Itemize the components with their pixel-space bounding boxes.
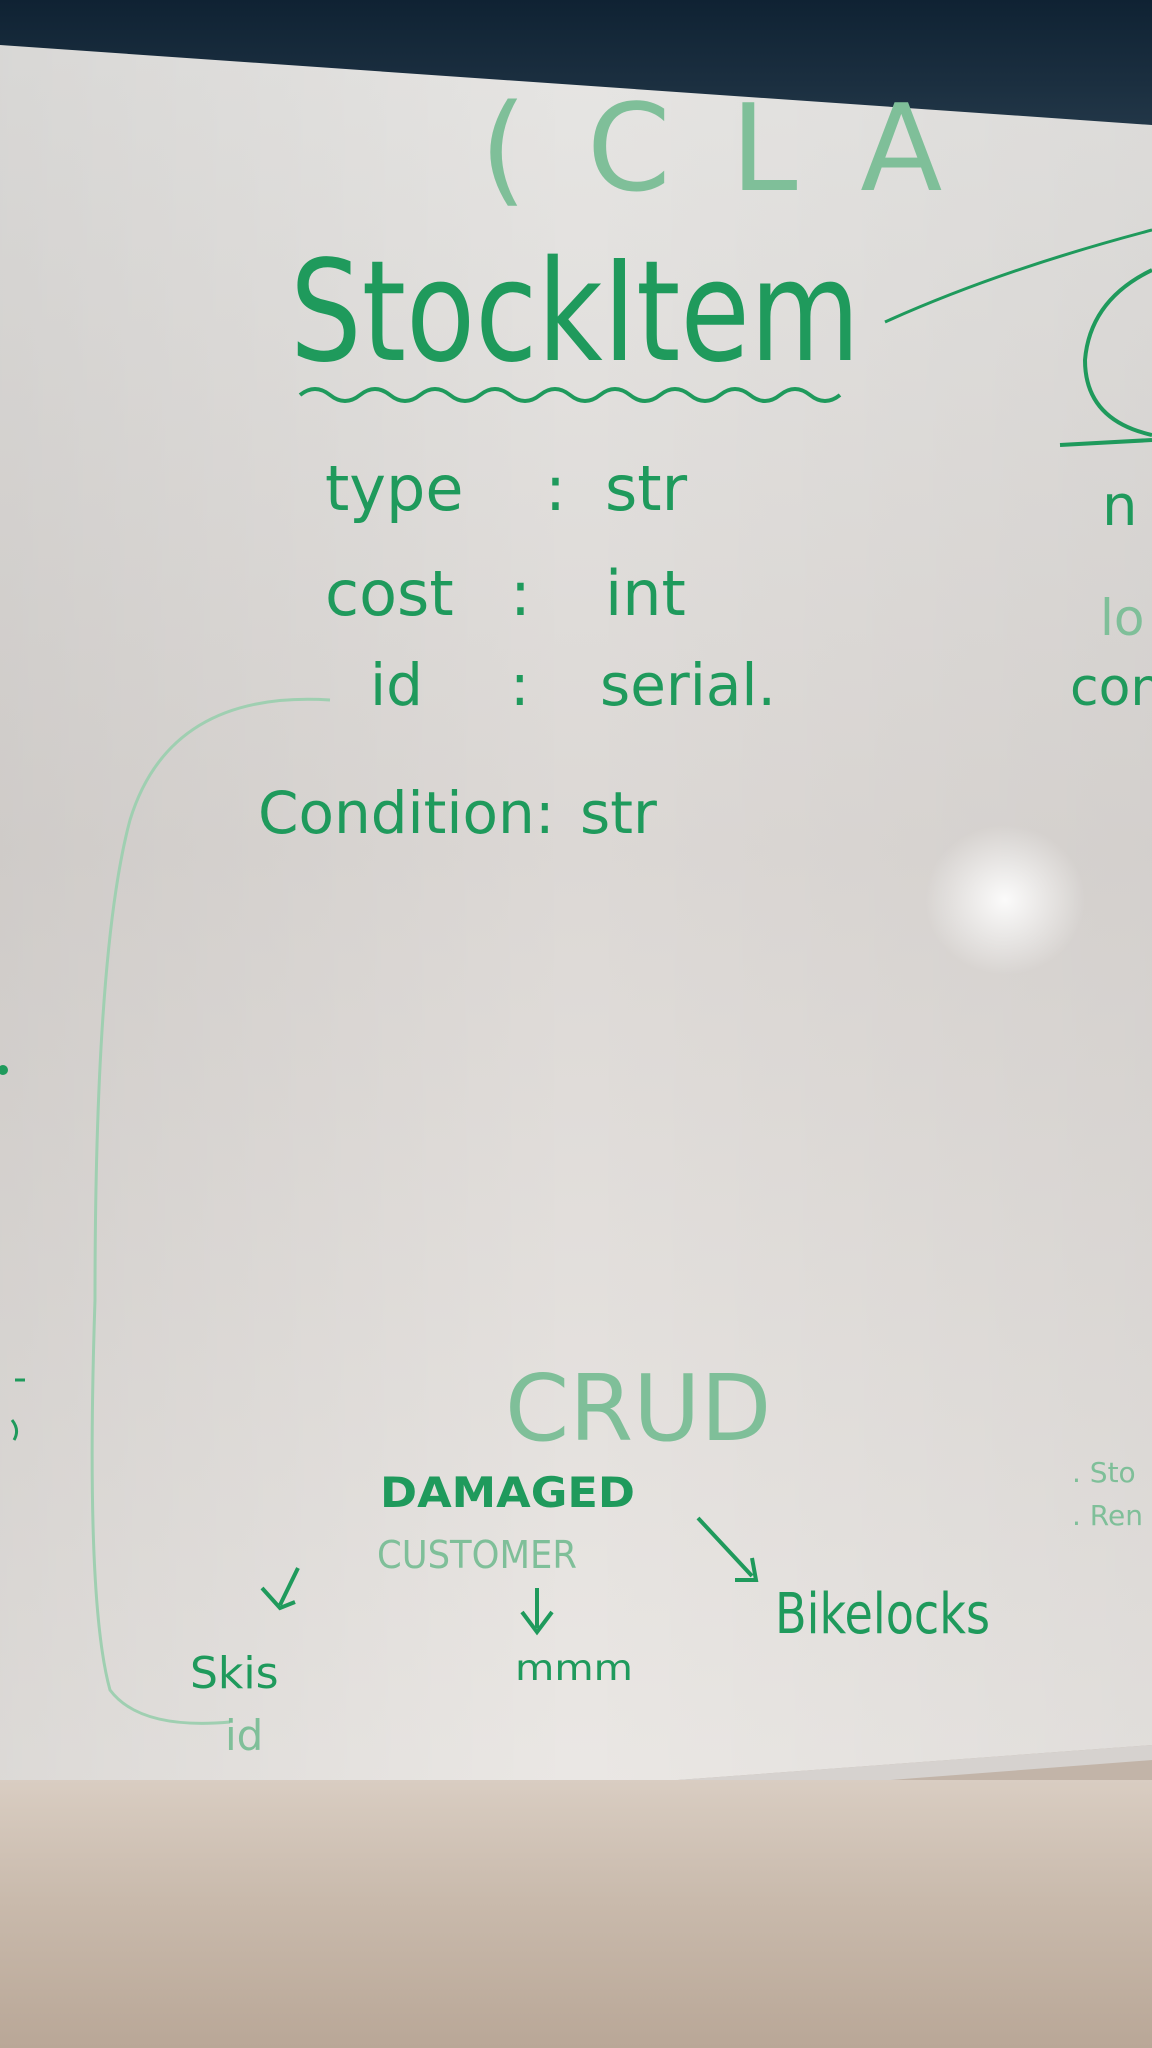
light-glare [925, 825, 1085, 975]
attr-sep: : [510, 651, 530, 719]
arrows [260, 1516, 759, 1636]
right-partial-text: n [1102, 474, 1138, 539]
edge-mark [10, 1378, 25, 1441]
edge-mark [0, 1065, 8, 1075]
attr-sep: : [510, 557, 531, 630]
attr-sep: : [535, 779, 555, 847]
attr-name: cost [325, 557, 454, 630]
right-note: . Sto [1072, 1456, 1136, 1489]
damaged-label: DAMAGED [380, 1468, 635, 1517]
right-class-underline [1059, 438, 1152, 447]
attr-type: int [605, 557, 686, 630]
arrow-down-left [260, 1567, 300, 1611]
attr-type: str [580, 779, 657, 847]
title-wavy-underline [298, 387, 842, 403]
class-name-title: StockItem [290, 231, 860, 394]
attribute-list: type : str cost : int id : serial. Condi… [258, 452, 776, 847]
title-connector-line [884, 228, 1152, 324]
right-partial-text: lo [1100, 589, 1144, 647]
board-shading [0, 45, 1152, 1830]
lower-wall [0, 1780, 1152, 2048]
arrow-down-middle [520, 1588, 554, 1636]
customer-label: CUSTOMER [377, 1533, 577, 1577]
right-class-partial-circle [1082, 268, 1152, 437]
child-label-bikelocks: Bikelocks [775, 1582, 990, 1647]
arrow-down-right [696, 1516, 759, 1582]
attr-type: serial. [600, 651, 776, 719]
right-note: . Ren [1072, 1499, 1143, 1532]
attr-name: id [370, 651, 423, 719]
attr-type: str [605, 452, 688, 525]
child-sub-label: id [225, 1711, 263, 1760]
attr-name: type [325, 452, 464, 525]
attr-sep: : [545, 452, 566, 525]
child-label-skis: Skis [190, 1648, 279, 1699]
attr-name: Condition [258, 779, 535, 847]
right-partial-text: com [1070, 658, 1152, 718]
child-label-middle: mmm [515, 1648, 633, 1689]
class-header-partial: (CLA [480, 80, 1002, 219]
faint-connector-curve [90, 697, 331, 1725]
crud-label: CRUD [505, 1355, 771, 1462]
